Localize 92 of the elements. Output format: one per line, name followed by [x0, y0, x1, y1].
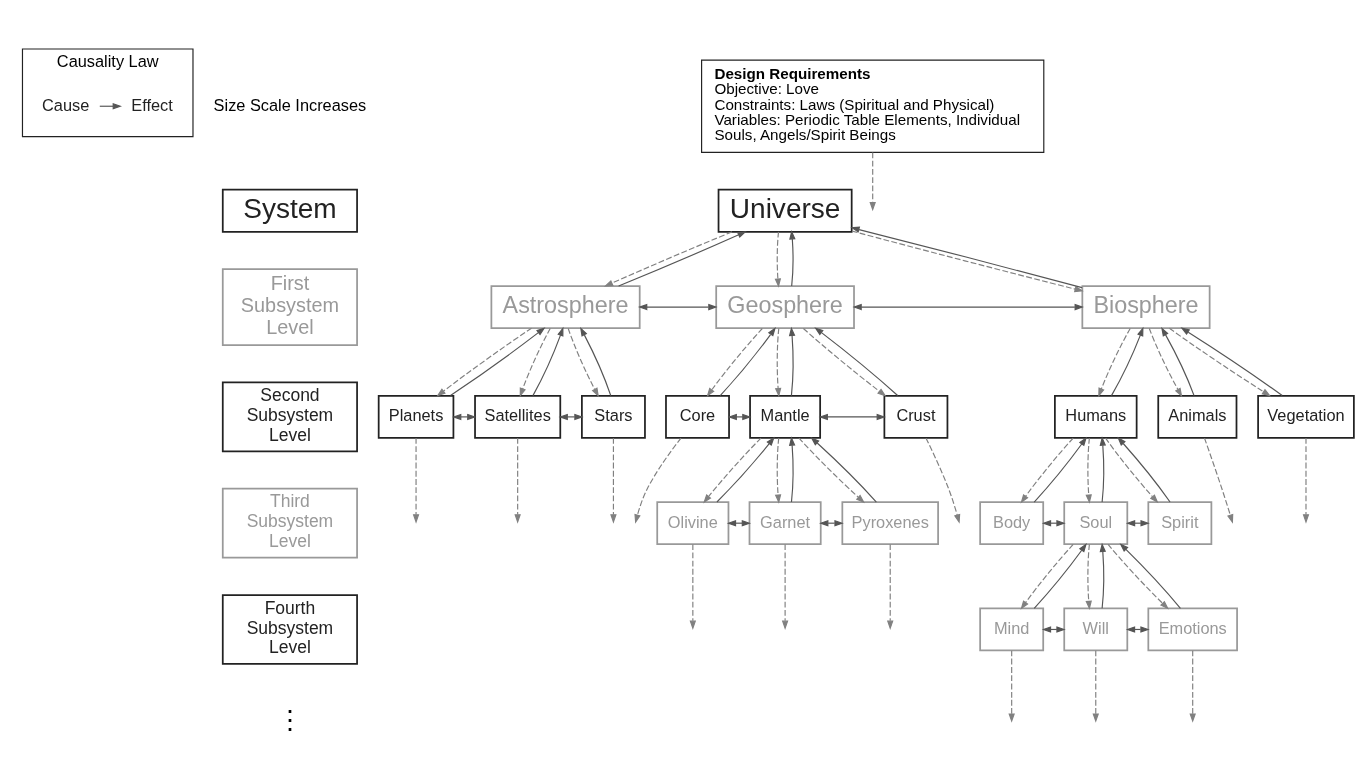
- node-box: Animals: [1157, 394, 1238, 439]
- arrow: [1180, 326, 1283, 396]
- arrow: [810, 436, 877, 503]
- arrow: [618, 230, 747, 287]
- arrow: [774, 230, 782, 288]
- arrow: [706, 327, 763, 397]
- node-box: Stars: [581, 394, 646, 439]
- node-box: Fourth Subsystem Level: [221, 593, 358, 665]
- arrow: [689, 543, 697, 630]
- arrow: [1033, 542, 1087, 609]
- node-box: Crust: [883, 394, 949, 439]
- arrow: [603, 230, 733, 287]
- arrow: [774, 437, 782, 504]
- node-box: First Subsystem Level: [221, 267, 358, 346]
- arrow: [703, 437, 762, 503]
- label: ⋮: [276, 705, 303, 734]
- arrow: [412, 437, 420, 524]
- node-box: Satellites: [474, 394, 562, 439]
- arrow: [788, 435, 796, 503]
- node-box: Universe: [717, 188, 853, 233]
- node-box: Astrosphere: [490, 284, 641, 329]
- arrow: [1033, 436, 1087, 503]
- arrow: [1020, 543, 1074, 610]
- node-box: Vegetation: [1257, 394, 1355, 439]
- arrow: [1098, 327, 1131, 397]
- arrow: [1189, 649, 1196, 723]
- node-box: Will: [1063, 607, 1129, 651]
- node-box: Design Requirements Objective: Love Constraints: Laws (Spiritual and Physical) Variables: Periodic Table Elements, Individual Souls, Angels/Spirit Beings: [701, 59, 1045, 153]
- arrow: [1099, 542, 1107, 609]
- arrow: [719, 326, 776, 396]
- arrow: [1148, 327, 1183, 397]
- arrow: [852, 303, 1084, 310]
- arrow: [1168, 327, 1272, 396]
- arrow: [925, 437, 961, 524]
- arrow: [1099, 435, 1107, 503]
- node-box: Pyroxenes: [841, 500, 939, 545]
- arrow: [789, 229, 796, 287]
- arrow: [869, 151, 876, 211]
- arrow: [802, 327, 887, 397]
- arrow: [558, 413, 584, 420]
- arrow: [452, 413, 477, 420]
- node-box: Planets: [377, 394, 455, 439]
- arrow: [567, 327, 599, 397]
- arrow: [1092, 649, 1100, 723]
- node-text: Effect: [131, 95, 173, 114]
- arrow: [1119, 542, 1182, 609]
- arrow: [1107, 543, 1169, 610]
- arrow: [774, 327, 782, 397]
- arrow: [1117, 436, 1171, 503]
- node-box: Third Subsystem Level: [221, 487, 358, 558]
- arrow: [519, 327, 551, 397]
- node-box: Second Subsystem Level: [221, 381, 358, 452]
- arrow: [580, 326, 612, 396]
- node-box: Emotions: [1147, 607, 1238, 651]
- node-box: Mantle: [749, 394, 821, 439]
- arrow: [1203, 437, 1234, 524]
- node-box: Core: [665, 394, 730, 439]
- arrow: [1085, 437, 1092, 504]
- node-box: Garnet: [748, 500, 822, 545]
- arrow: [814, 326, 899, 396]
- label: Size Scale Increases: [213, 95, 367, 114]
- arrow: [1161, 326, 1195, 396]
- node-box: Geosphere: [715, 284, 855, 329]
- arrow: [514, 437, 521, 524]
- node-text: Cause: [42, 95, 90, 114]
- arrow: [716, 436, 775, 503]
- arrow: [610, 437, 617, 524]
- node-box: System: [221, 188, 358, 233]
- arrow: [798, 437, 865, 503]
- node-box: Humans: [1054, 394, 1138, 439]
- arrow: [1008, 649, 1015, 723]
- arrow: [727, 413, 752, 420]
- node-box: Biosphere: [1081, 284, 1211, 329]
- arrow: [781, 543, 789, 630]
- arrow: [532, 326, 564, 396]
- arrow: [788, 326, 796, 396]
- node-box: Soul: [1063, 500, 1129, 545]
- arrow: [1302, 437, 1310, 524]
- arrow: [1085, 543, 1092, 610]
- arrow: [818, 413, 886, 420]
- arrow: [637, 303, 718, 310]
- arrow: [436, 327, 533, 397]
- arrow: [1110, 326, 1144, 396]
- arrow: [449, 326, 546, 396]
- node-box: Olivine: [656, 500, 730, 545]
- node-box: Mind: [979, 607, 1045, 651]
- arrow: [634, 437, 682, 524]
- node-box: Body: [979, 500, 1045, 545]
- arrow: [886, 543, 894, 630]
- arrow: [1105, 437, 1159, 503]
- node-box: Spirit: [1147, 500, 1213, 545]
- arrow: [1020, 437, 1074, 503]
